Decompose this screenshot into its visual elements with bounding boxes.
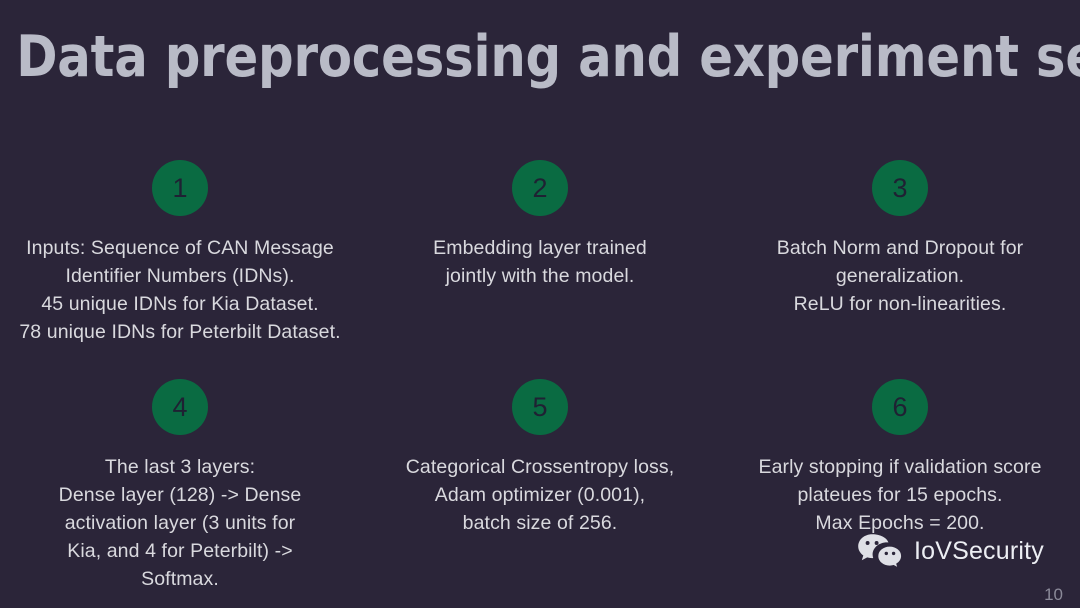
- item-text-line: generalization.: [835, 265, 965, 287]
- item-text-line: The last 3 layers:: [104, 456, 256, 478]
- item-text: Embedding layer trained jointly with the…: [375, 234, 705, 290]
- item-text-line: batch size of 256.: [462, 512, 618, 534]
- item-text-line: Early stopping if validation score: [758, 456, 1042, 478]
- item-text: Categorical Crossentropy loss, Adam opti…: [375, 453, 705, 537]
- item-number-badge: 3: [872, 160, 928, 216]
- item-text-line: Identifier Numbers (IDNs).: [65, 265, 295, 287]
- item-text-line: 45 unique IDNs for Kia Dataset.: [41, 293, 319, 315]
- items-grid: 1 Inputs: Sequence of CAN Message Identi…: [0, 160, 1080, 593]
- item-5: 5 Categorical Crossentropy loss, Adam op…: [360, 379, 720, 593]
- wechat-icon: [857, 533, 903, 569]
- item-text-line: Categorical Crossentropy loss,: [405, 456, 675, 478]
- item-1: 1 Inputs: Sequence of CAN Message Identi…: [0, 160, 360, 379]
- item-4: 4 The last 3 layers: Dense layer (128) -…: [0, 379, 360, 593]
- page-number: 10: [1044, 585, 1063, 604]
- item-text-line: jointly with the model.: [445, 265, 635, 287]
- item-text-line: Inputs: Sequence of CAN Message: [26, 237, 334, 259]
- page-title: Data preprocessing and experiment setup: [16, 24, 1080, 90]
- item-text: The last 3 layers: Dense layer (128) -> …: [15, 453, 345, 593]
- watermark-label: IoVSecurity: [913, 536, 1044, 565]
- item-text-line: Adam optimizer (0.001),: [434, 484, 646, 506]
- item-text-line: Batch Norm and Dropout for: [776, 237, 1024, 259]
- item-text: Batch Norm and Dropout for generalizatio…: [735, 234, 1065, 318]
- item-6: 6 Early stopping if validation score pla…: [720, 379, 1080, 593]
- item-text-line: Kia, and 4 for Peterbilt) ->: [67, 540, 293, 562]
- item-number-badge: 4: [152, 379, 208, 435]
- item-text-line: Embedding layer trained: [433, 237, 647, 259]
- item-text-line: Softmax.: [141, 568, 219, 590]
- item-number-badge: 6: [872, 379, 928, 435]
- item-number-badge: 2: [512, 160, 568, 216]
- item-text: Inputs: Sequence of CAN Message Identifi…: [15, 234, 345, 346]
- item-text-line: activation layer (3 units for: [64, 512, 296, 534]
- item-text-line: ReLU for non-linearities.: [793, 293, 1007, 315]
- item-number-badge: 1: [152, 160, 208, 216]
- item-text-line: Dense layer (128) -> Dense: [58, 484, 302, 506]
- item-text-line: plateues for 15 epochs.: [797, 484, 1003, 506]
- item-number-badge: 5: [512, 379, 568, 435]
- item-text-line: 78 unique IDNs for Peterbilt Dataset.: [19, 321, 341, 343]
- item-text-line: Max Epochs = 200.: [815, 512, 985, 534]
- item-2: 2 Embedding layer trained jointly with t…: [360, 160, 720, 379]
- item-3: 3 Batch Norm and Dropout for generalizat…: [720, 160, 1080, 379]
- item-text: Early stopping if validation score plate…: [735, 453, 1065, 537]
- watermark: IoVSecurity: [857, 533, 1044, 569]
